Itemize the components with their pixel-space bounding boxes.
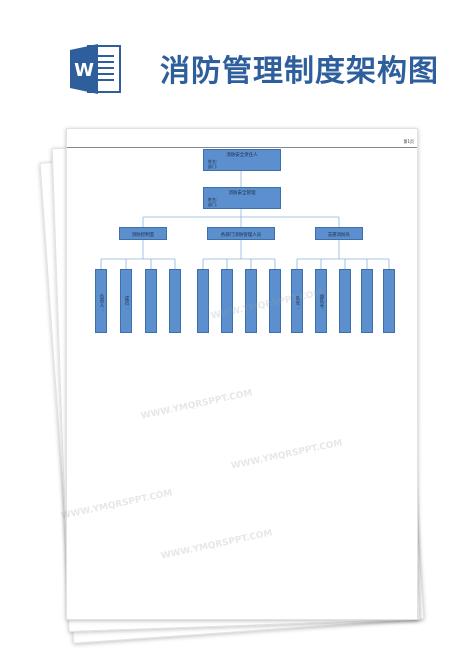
org-leaf — [339, 269, 351, 333]
org-box-field: 姓名: — [208, 197, 218, 202]
org-leaf — [169, 269, 181, 333]
org-chart-connectors — [100, 171, 390, 269]
org-leaf — [221, 269, 233, 333]
org-box-field: 部门: — [208, 164, 218, 169]
org-leaf: 队长： — [291, 269, 303, 333]
org-leaf — [383, 269, 395, 333]
header: W 消防管理制度架构图 — [0, 0, 474, 110]
org-box-title: 消防安全责任人 — [226, 153, 258, 158]
page-title: 消防管理制度架构图 — [160, 54, 439, 89]
org-leaf — [197, 269, 209, 333]
org-leaf — [245, 269, 257, 333]
org-box-department-managers: 各部门消防管理人员 — [207, 227, 275, 240]
header-rule — [67, 147, 417, 148]
document-page[interactable]: 第1页 — [66, 128, 418, 620]
org-leaf: 成员： — [120, 269, 132, 333]
org-box-level2: 消防安全管理 姓名: 部门: — [203, 187, 281, 209]
org-box-field: 部门: — [208, 202, 218, 207]
org-box-field: 姓名: — [208, 159, 218, 164]
org-box-volunteer-team: 志愿消防队 — [315, 227, 363, 240]
org-box-title: 志愿消防队 — [327, 233, 351, 238]
org-leaf — [269, 269, 281, 333]
page-number: 第1页 — [403, 139, 414, 144]
org-leaf: 负责人： — [95, 269, 107, 333]
word-document-icon: W — [70, 44, 121, 94]
org-box-root: 消防安全责任人 姓名: 部门: — [203, 149, 281, 171]
org-box-fire-control-room: 消防控制室 — [119, 227, 167, 240]
org-leaf — [145, 269, 157, 333]
org-leaf — [361, 269, 373, 333]
org-leaf: 副队长： — [315, 269, 327, 333]
svg-text:W: W — [74, 60, 94, 81]
org-box-title: 消防控制室 — [131, 233, 155, 238]
org-box-title: 消防安全管理 — [228, 191, 256, 196]
org-box-title: 各部门消防管理人员 — [220, 233, 262, 238]
